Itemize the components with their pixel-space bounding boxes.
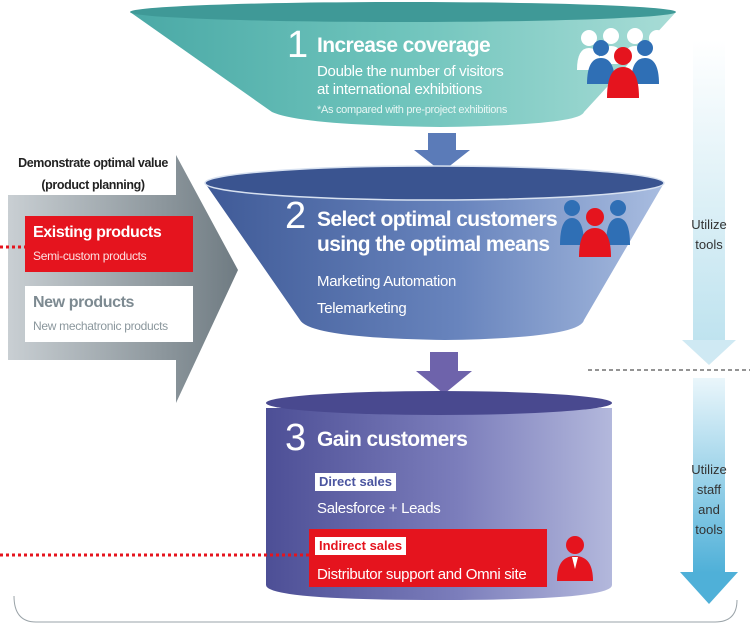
stage1-title: Increase coverage [317, 34, 491, 57]
utilize-top-line2: tools [695, 237, 723, 252]
new-products-box: New products New mechatronic products [25, 286, 193, 342]
existing-products-sub: Semi-custom products [33, 249, 147, 263]
utilize-bottom-line2: staff [696, 482, 722, 497]
stage1-funnel [130, 2, 676, 127]
stage2-title-line1: Select optimal customers [317, 208, 558, 231]
direct-sales-text: Salesforce + Leads [317, 500, 441, 517]
indirect-sales-label: Indirect sales [315, 537, 407, 555]
stage2-funnel [204, 165, 665, 340]
left-heading-line1: Demonstrate optimal value [18, 156, 168, 170]
utilize-bottom-line4: tools [695, 522, 723, 537]
right-arrow-bottom [680, 378, 738, 604]
stage1-note: *As compared with pre-project exhibition… [317, 104, 508, 116]
new-products-title: New products [33, 294, 134, 311]
stage2-item2: Telemarketing [317, 300, 407, 317]
bottom-frame [13, 595, 738, 623]
left-heading-line2: (product planning) [41, 178, 145, 192]
people-group-icon-2 [560, 200, 630, 257]
arrow-2-to-3 [416, 352, 472, 394]
stage1-number: 1 [287, 24, 309, 66]
stage2-item1: Marketing Automation [317, 273, 457, 290]
stage1-line2: at international exhibitions [317, 81, 483, 98]
utilize-tools-label: Utilize tools [680, 215, 738, 255]
existing-products-box: Existing products Semi-custom products [25, 216, 193, 272]
utilize-bottom-line1: Utilize [691, 462, 727, 477]
right-arrow-top [682, 40, 736, 365]
indirect-sales-text: Distributor support and Omni site [317, 566, 527, 583]
people-group-icon [577, 28, 669, 98]
person-icon [557, 536, 593, 581]
existing-products-title: Existing products [33, 224, 162, 241]
left-panel-heading: Demonstrate optimal value (product plann… [0, 152, 186, 196]
utilize-bottom-line3: and [698, 502, 720, 517]
stage1-line1: Double the number of visitors [317, 63, 504, 80]
stage3-number: 3 [285, 417, 307, 459]
arrow-1-to-2 [414, 133, 470, 172]
stage2-title-line2: using the optimal means [317, 233, 550, 256]
new-products-sub: New mechatronic products [33, 319, 168, 333]
stage3-title: Gain customers [317, 428, 468, 451]
direct-sales-label: Direct sales [315, 473, 396, 491]
utilize-staff-tools-label: Utilize staff and tools [680, 460, 738, 540]
stage2-number: 2 [285, 195, 307, 237]
utilize-top-line1: Utilize [691, 217, 727, 232]
